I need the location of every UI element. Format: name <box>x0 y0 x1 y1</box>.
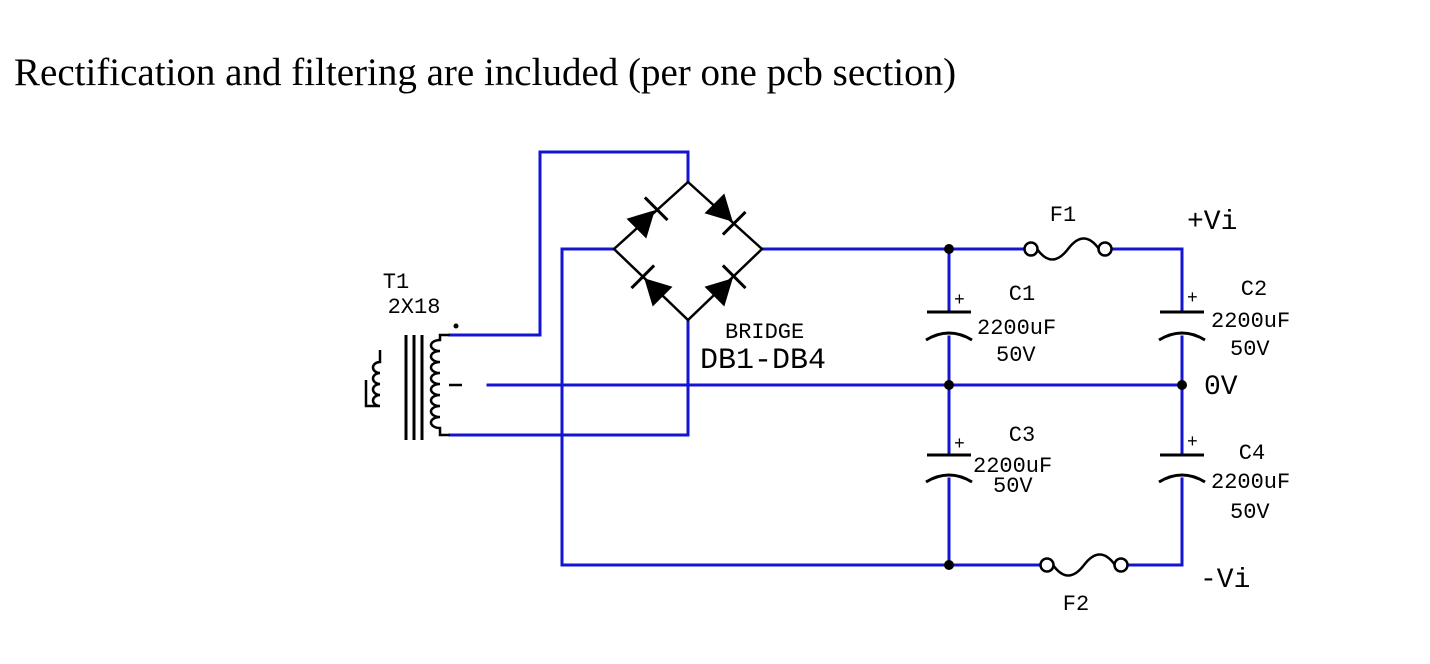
diode-bar <box>630 264 656 290</box>
capacitor-c2 <box>1158 310 1206 342</box>
diode-db4 <box>704 264 747 307</box>
capacitor-c1-voltage: 50V <box>996 343 1036 368</box>
positive-rail-label: +Vi <box>1187 207 1237 238</box>
capacitor-plate-negative <box>925 473 973 484</box>
fuse-f1-label: F1 <box>1050 203 1076 228</box>
diode-triangle <box>626 210 655 239</box>
fuse-terminal <box>1023 241 1039 257</box>
fuse-terminal <box>1097 241 1113 257</box>
capacitor-c2-polarity: + <box>1187 289 1198 309</box>
junction-dot <box>1177 380 1187 390</box>
capacitor-c3 <box>925 453 973 484</box>
capacitor-plate-negative <box>1158 473 1206 484</box>
fuse-element <box>1051 553 1117 577</box>
capacitor-c4-value: 2200uF <box>1211 470 1290 495</box>
capacitor-c2-value: 2200uF <box>1211 309 1290 334</box>
transformer-primary-coil <box>364 350 382 408</box>
fuse-terminal <box>1113 557 1129 573</box>
fuse-f2-label: F2 <box>1063 592 1089 617</box>
capacitor-c4-ref: C4 <box>1239 441 1265 466</box>
diagram-title: Rectification and filtering are included… <box>14 51 957 94</box>
capacitor-c3-voltage: 50V <box>993 474 1033 499</box>
capacitor-plate-negative <box>1158 331 1206 342</box>
capacitor-c2-voltage: 50V <box>1230 337 1270 362</box>
fuse-f1 <box>1023 237 1113 261</box>
junctions <box>944 244 1187 570</box>
capacitor-c4-voltage: 50V <box>1230 500 1270 525</box>
wire-bridge-negative <box>560 247 1042 567</box>
diode-bar <box>721 264 747 290</box>
capacitor-c3-value: 2200uF <box>973 454 1052 479</box>
bridge-parts-label: DB1-DB4 <box>700 344 826 378</box>
ground-rail-label: 0V <box>1204 372 1238 403</box>
wire-secondary-top <box>448 150 690 337</box>
bridge-rectifier <box>612 180 764 322</box>
wire-secondary-bottom <box>448 318 690 437</box>
capacitor-c4-polarity: + <box>1187 433 1198 453</box>
transformer-t1 <box>364 323 462 440</box>
capacitor-c1-polarity: + <box>954 291 965 311</box>
capacitor-plate-negative <box>925 331 973 342</box>
fuse-element <box>1035 237 1101 261</box>
transformer-phase-dot <box>453 323 459 329</box>
diode-triangle <box>644 278 673 307</box>
diode-bar <box>721 210 747 236</box>
capacitor-c3-polarity: + <box>954 435 965 455</box>
diode-triangle <box>704 193 733 222</box>
capacitor-c3-ref: C3 <box>1009 423 1035 448</box>
capacitor-c1-value: 2200uF <box>977 316 1056 341</box>
fuse-terminal <box>1039 557 1055 573</box>
transformer-value-label: 2X18 <box>388 295 441 320</box>
diode-db3 <box>630 264 673 307</box>
diode-bar <box>643 196 669 222</box>
diode-triangle <box>704 278 733 307</box>
junction-dot <box>944 560 954 570</box>
capacitor-c1-ref: C1 <box>1009 282 1035 307</box>
transformer-secondary-coil <box>429 333 450 437</box>
fuse-f2 <box>1039 553 1129 577</box>
negative-rail-label: -Vi <box>1200 565 1250 596</box>
capacitor-c2-ref: C2 <box>1241 277 1267 302</box>
transformer-ref-label: T1 <box>383 270 409 295</box>
bridge-ref-label: BRIDGE <box>725 320 804 345</box>
bridge-outline <box>612 180 764 322</box>
diode-db1 <box>626 196 669 239</box>
diode-db2 <box>704 193 747 236</box>
wiring <box>448 150 1184 567</box>
junction-dot <box>944 380 954 390</box>
junction-dot <box>944 244 954 254</box>
capacitor-c4 <box>1158 453 1206 484</box>
capacitor-c1 <box>925 310 973 342</box>
